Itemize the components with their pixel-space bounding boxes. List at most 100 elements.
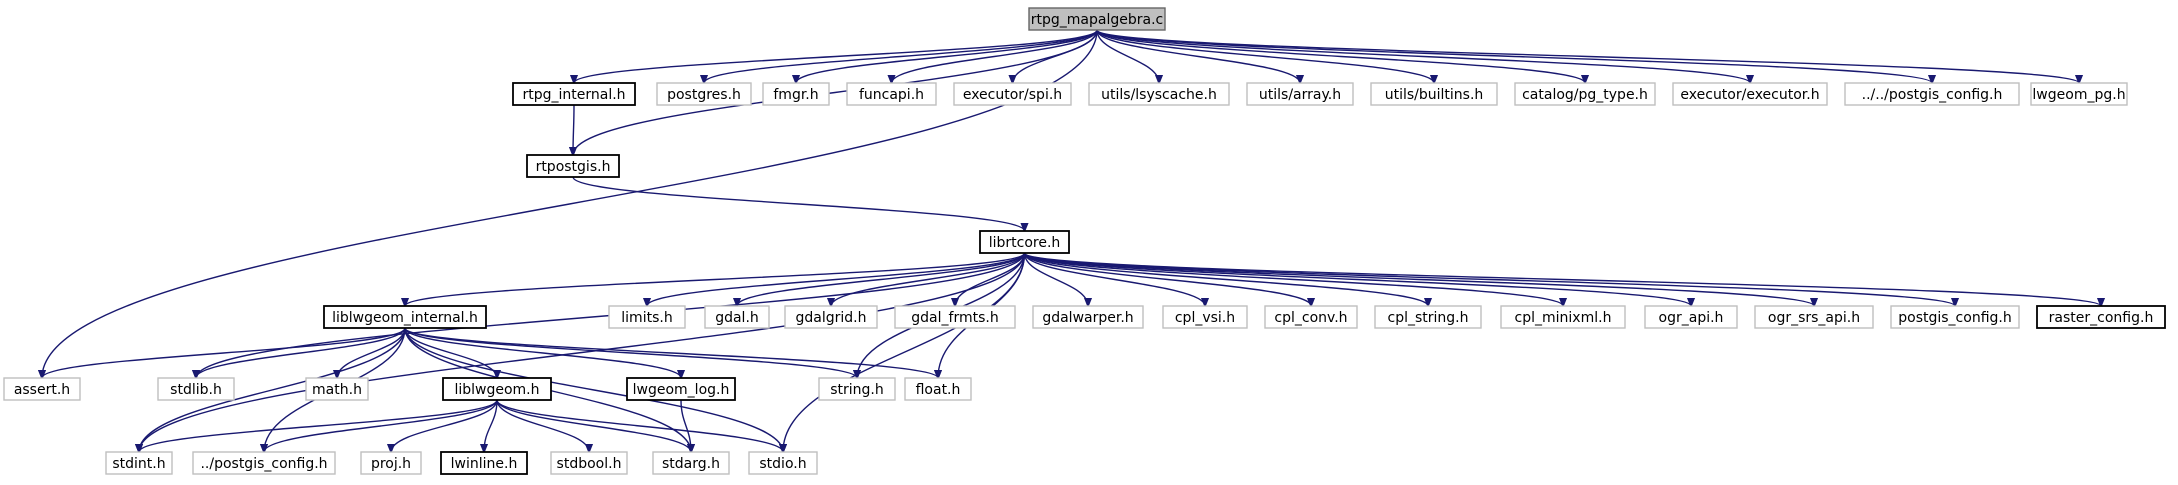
node-label: rtpostgis.h xyxy=(536,159,611,175)
node-ogr-api: ogr_api.h xyxy=(1644,305,1738,329)
node-label: liblwgeom_internal.h xyxy=(332,310,478,326)
edge-librtcore-to-gdal xyxy=(737,252,1026,306)
edge-root-to-lsyscache xyxy=(1096,29,1159,83)
node-lwinline[interactable]: lwinline.h xyxy=(440,451,528,475)
edge-root-to-rtpostgis xyxy=(573,29,1098,155)
node-box xyxy=(1644,305,1738,329)
node-liblwgeom[interactable]: liblwgeom.h xyxy=(442,377,552,401)
edge-root-to-fmgr xyxy=(796,29,1098,83)
node-stdio: stdio.h xyxy=(748,451,818,475)
node-stdbool: stdbool.h xyxy=(550,451,628,475)
node-box xyxy=(1032,305,1144,329)
node-box xyxy=(846,82,937,106)
node-stdarg: stdarg.h xyxy=(652,451,730,475)
node-postgis-config: postgis_config.h xyxy=(1890,305,2020,329)
edge-root-to-funcapi xyxy=(892,29,1098,83)
edge-liblwgeom-to-stdint xyxy=(139,399,498,452)
node-label: stdarg.h xyxy=(662,456,720,472)
node-liblwgeom-internal[interactable]: liblwgeom_internal.h xyxy=(323,305,487,329)
node-lwgeom-log[interactable]: lwgeom_log.h xyxy=(626,377,736,401)
node-pgcfg-top: ../../postgis_config.h xyxy=(1844,82,2020,106)
node-box xyxy=(2036,305,2166,329)
node-box xyxy=(652,451,730,475)
node-label: liblwgeom.h xyxy=(454,382,539,398)
node-box xyxy=(1162,305,1248,329)
node-box xyxy=(442,377,552,401)
node-label: proj.h xyxy=(371,456,411,472)
edge-librtcore-to-postgis_config xyxy=(1023,252,1956,306)
edge-librtcore-to-cpl_minixml xyxy=(1023,252,1564,306)
node-box xyxy=(1264,305,1358,329)
node-box xyxy=(1028,7,1166,31)
edge-librtcore-to-liblwgeom_internal xyxy=(405,252,1026,306)
edge-librtcore-to-limits xyxy=(647,252,1026,306)
edge-lwgeom_log-to-stdarg xyxy=(680,399,691,452)
edge-liblwgeom-to-pgcfg_mid xyxy=(264,399,498,452)
node-cpl-vsi: cpl_vsi.h xyxy=(1162,305,1248,329)
node-label: lwinline.h xyxy=(451,456,518,472)
edge-librtcore-to-cpl_conv xyxy=(1023,252,1312,306)
node-label: utils/lsyscache.h xyxy=(1101,87,1217,103)
edge-rtpostgis-to-librtcore xyxy=(572,176,1025,231)
node-ogr-srs-api: ogr_srs_api.h xyxy=(1754,305,1874,329)
node-label: gdal.h xyxy=(715,310,759,326)
node-box xyxy=(3,377,81,401)
node-fmgr: fmgr.h xyxy=(762,82,830,106)
edge-root-to-executor xyxy=(1096,29,1750,83)
node-label: stdio.h xyxy=(759,456,806,472)
node-label: stdint.h xyxy=(112,456,165,472)
edge-root-to-pg_type xyxy=(1096,29,1585,83)
node-float: float.h xyxy=(904,377,972,401)
node-label: gdalwarper.h xyxy=(1042,310,1133,326)
edge-librtcore-to-stdint xyxy=(139,252,1026,452)
edge-liblwgeom_internal-to-lwgeom_log xyxy=(404,327,681,378)
edge-librtcore-to-gdalgrid xyxy=(831,252,1026,306)
node-box xyxy=(608,305,686,329)
edge-librtcore-to-cpl_vsi xyxy=(1023,252,1206,306)
node-stdint: stdint.h xyxy=(105,451,173,475)
node-label: gdalgrid.h xyxy=(796,310,867,326)
node-box xyxy=(1754,305,1874,329)
node-box xyxy=(1500,305,1626,329)
node-label: string.h xyxy=(830,382,884,398)
node-rtpg-internal[interactable]: rtpg_internal.h xyxy=(512,82,636,106)
node-box xyxy=(360,451,422,475)
node-executor: executor/executor.h xyxy=(1672,82,1828,106)
node-label: postgis_config.h xyxy=(1898,310,2011,326)
node-label: ../../postgis_config.h xyxy=(1862,87,2003,103)
node-label: ogr_api.h xyxy=(1659,310,1724,326)
node-rtpostgis[interactable]: rtpostgis.h xyxy=(526,154,620,178)
edge-librtcore-to-ogr_api xyxy=(1023,252,1692,306)
node-box xyxy=(904,377,972,401)
edge-liblwgeom_internal-to-float xyxy=(404,327,938,378)
edge-liblwgeom-to-stdio xyxy=(496,399,783,452)
node-box xyxy=(192,451,336,475)
node-box xyxy=(305,377,369,401)
node-funcapi: funcapi.h xyxy=(846,82,937,106)
node-label: stdlib.h xyxy=(170,382,222,398)
node-cpl-minixml: cpl_minixml.h xyxy=(1500,305,1626,329)
nodes-layer: rtpg_mapalgebra.cassert.hrtpg_internal.h… xyxy=(3,7,2166,475)
node-label: fmgr.h xyxy=(773,87,818,103)
node-cpl-string: cpl_string.h xyxy=(1374,305,1482,329)
node-label: cpl_string.h xyxy=(1388,310,1469,326)
edge-root-to-postgres xyxy=(704,29,1098,83)
edge-liblwgeom_internal-to-stdio xyxy=(404,327,783,452)
node-label: postgres.h xyxy=(667,87,741,103)
node-label: librtcore.h xyxy=(989,235,1061,251)
node-label: lwgeom_pg.h xyxy=(2032,87,2125,103)
node-box xyxy=(1514,82,1656,106)
node-raster-config[interactable]: raster_config.h xyxy=(2036,305,2166,329)
node-box xyxy=(1246,82,1354,106)
node-label: cpl_vsi.h xyxy=(1175,310,1235,326)
node-label: limits.h xyxy=(621,310,672,326)
edge-root-to-rtpg_internal xyxy=(574,29,1098,83)
edge-liblwgeom_internal-to-string xyxy=(404,327,857,378)
node-box xyxy=(704,305,770,329)
node-root[interactable]: rtpg_mapalgebra.c xyxy=(1028,7,1166,31)
node-spi: executor/spi.h xyxy=(953,82,1072,106)
node-librtcore[interactable]: librtcore.h xyxy=(979,230,1070,254)
node-box xyxy=(953,82,1072,106)
node-math: math.h xyxy=(305,377,369,401)
